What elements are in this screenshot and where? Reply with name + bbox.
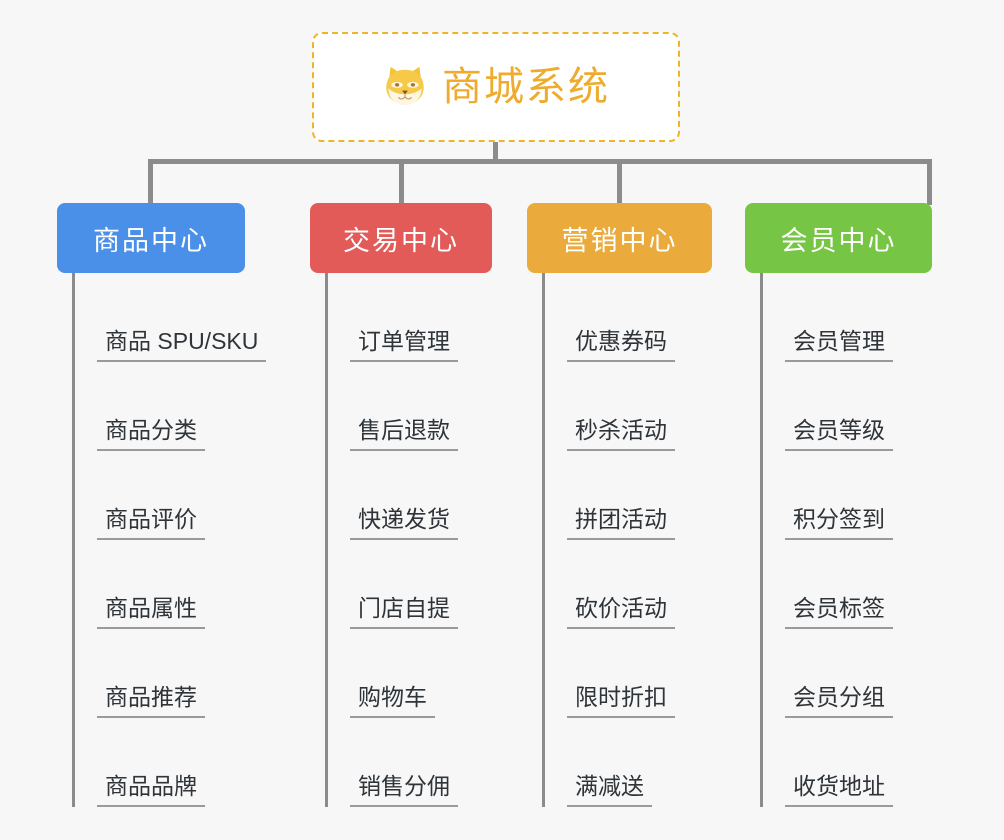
leaf-spine [72, 273, 75, 807]
list-item[interactable]: 订单管理 [325, 273, 540, 362]
list-item[interactable]: 会员等级 [760, 362, 975, 451]
list-item[interactable]: 满减送 [542, 718, 757, 807]
list-item[interactable]: 积分签到 [760, 451, 975, 540]
branch-trade-center: 交易中心 订单管理 售后退款 快递发货 门店自提 购物车 销售分佣 [310, 203, 540, 807]
shiba-inu-dog-face-icon [382, 64, 428, 110]
list-item[interactable]: 购物车 [325, 629, 540, 718]
leaf-label: 订单管理 [350, 328, 458, 362]
list-item[interactable]: 商品属性 [72, 540, 307, 629]
leaf-label: 销售分佣 [350, 773, 458, 807]
leaf-spine [760, 273, 763, 807]
branch-head-member-center[interactable]: 会员中心 [745, 203, 932, 273]
leaf-label: 秒杀活动 [567, 417, 675, 451]
leaf-list-product-center: 商品 SPU/SKU 商品分类 商品评价 商品属性 商品推荐 商品品牌 [57, 273, 307, 807]
leaf-label: 快递发货 [350, 506, 458, 540]
leaf-label: 收货地址 [785, 773, 893, 807]
list-item[interactable]: 优惠券码 [542, 273, 757, 362]
list-item[interactable]: 收货地址 [760, 718, 975, 807]
list-item[interactable]: 会员标签 [760, 540, 975, 629]
leaf-label: 售后退款 [350, 417, 458, 451]
list-item[interactable]: 限时折扣 [542, 629, 757, 718]
list-item[interactable]: 销售分佣 [325, 718, 540, 807]
list-item[interactable]: 售后退款 [325, 362, 540, 451]
list-item[interactable]: 快递发货 [325, 451, 540, 540]
leaf-label: 优惠券码 [567, 328, 675, 362]
list-item[interactable]: 门店自提 [325, 540, 540, 629]
branch-label: 商品中心 [93, 225, 209, 256]
list-item[interactable]: 会员分组 [760, 629, 975, 718]
leaf-label: 会员标签 [785, 595, 893, 629]
connector-root-stem [493, 142, 498, 162]
list-item[interactable]: 砍价活动 [542, 540, 757, 629]
leaf-label: 满减送 [567, 773, 652, 807]
leaf-label: 限时折扣 [567, 684, 675, 718]
connector-horizontal-bus [148, 159, 932, 164]
branch-head-marketing-center[interactable]: 营销中心 [527, 203, 712, 273]
leaf-list-member-center: 会员管理 会员等级 积分签到 会员标签 会员分组 收货地址 [745, 273, 975, 807]
root-node[interactable]: 商城系统 [312, 32, 680, 142]
branch-label: 会员中心 [780, 225, 897, 256]
leaf-label: 商品属性 [97, 595, 205, 629]
branch-member-center: 会员中心 会员管理 会员等级 积分签到 会员标签 会员分组 收货地址 [745, 203, 975, 807]
leaf-label: 商品 SPU/SKU [97, 328, 267, 362]
branch-marketing-center: 营销中心 优惠券码 秒杀活动 拼团活动 砍价活动 限时折扣 满减送 [527, 203, 757, 807]
leaf-list-trade-center: 订单管理 售后退款 快递发货 门店自提 购物车 销售分佣 [310, 273, 540, 807]
leaf-spine [542, 273, 545, 807]
list-item[interactable]: 拼团活动 [542, 451, 757, 540]
leaf-label: 会员管理 [785, 328, 893, 362]
branch-product-center: 商品中心 商品 SPU/SKU 商品分类 商品评价 商品属性 商品推荐 商品品牌 [57, 203, 307, 807]
leaf-label: 会员分组 [785, 684, 893, 718]
connector-drop-marketing-center [617, 159, 622, 205]
connector-drop-trade-center [399, 159, 404, 205]
branch-head-product-center[interactable]: 商品中心 [57, 203, 245, 273]
list-item[interactable]: 商品 SPU/SKU [72, 273, 307, 362]
leaf-label: 商品分类 [97, 417, 205, 451]
branch-label: 营销中心 [561, 225, 678, 256]
leaf-label: 积分签到 [785, 506, 893, 540]
list-item[interactable]: 商品分类 [72, 362, 307, 451]
leaf-label: 商品评价 [97, 506, 205, 540]
leaf-label: 商品品牌 [97, 773, 205, 807]
leaf-list-marketing-center: 优惠券码 秒杀活动 拼团活动 砍价活动 限时折扣 满减送 [527, 273, 757, 807]
root-title: 商城系统 [442, 65, 610, 109]
branch-head-trade-center[interactable]: 交易中心 [310, 203, 492, 273]
leaf-spine [325, 273, 328, 807]
leaf-label: 砍价活动 [567, 595, 675, 629]
connector-drop-product-center [148, 159, 153, 205]
leaf-label: 会员等级 [785, 417, 893, 451]
list-item[interactable]: 秒杀活动 [542, 362, 757, 451]
branch-label: 交易中心 [343, 225, 459, 256]
leaf-label: 商品推荐 [97, 684, 205, 718]
leaf-label: 门店自提 [350, 595, 458, 629]
leaf-label: 购物车 [350, 684, 435, 718]
connector-drop-member-center [927, 159, 932, 205]
list-item[interactable]: 商品推荐 [72, 629, 307, 718]
list-item[interactable]: 商品品牌 [72, 718, 307, 807]
leaf-label: 拼团活动 [567, 506, 675, 540]
list-item[interactable]: 会员管理 [760, 273, 975, 362]
list-item[interactable]: 商品评价 [72, 451, 307, 540]
